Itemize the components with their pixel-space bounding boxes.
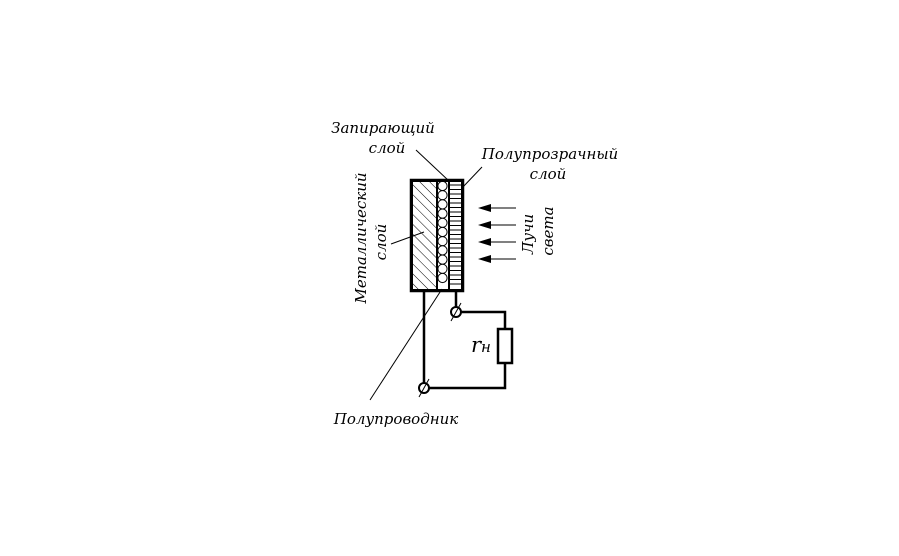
circuit — [422, 290, 507, 390]
light-ray-arrow — [478, 204, 516, 212]
semitransparent-layer — [448, 180, 463, 291]
load-subscript: н — [481, 338, 491, 356]
semiconductor-grain — [437, 254, 448, 265]
label-blocking-layer-2: слой — [369, 139, 406, 157]
semiconductor-grain — [437, 272, 448, 284]
semiconductor-grain — [437, 263, 448, 274]
leader-semitransparent-layer — [461, 166, 483, 189]
terminal-bottom — [418, 378, 430, 398]
load-symbol: r — [471, 333, 483, 357]
leader-metal-layer — [390, 231, 425, 245]
label-metal-2: слой — [372, 224, 390, 261]
load-resistor — [496, 327, 514, 365]
label-semiconductor: Полупроводник — [333, 410, 458, 428]
label-light-1: Лучи — [519, 214, 537, 255]
semiconductor-grain — [437, 217, 448, 228]
label-blocking-layer-1: Запирающий — [331, 119, 435, 137]
label-metal-1: Металлический — [352, 172, 370, 304]
label-semitransparent-1: Полупрозрачный — [481, 145, 618, 163]
leader-blocking-layer — [415, 149, 450, 182]
semiconductor-grain — [437, 190, 448, 201]
semiconductor-grain — [437, 182, 448, 192]
semiconductor-grain — [437, 236, 448, 247]
cell-frame — [409, 178, 465, 293]
leader-semiconductor — [369, 288, 443, 401]
light-rays — [478, 204, 516, 263]
light-ray-arrow — [478, 221, 516, 229]
terminal-top — [450, 302, 462, 322]
light-ray-arrow — [478, 255, 516, 263]
semiconductor-grain — [437, 226, 448, 238]
label-light-2: света — [539, 206, 557, 255]
label-load: rн — [471, 333, 491, 357]
semiconductor-grain — [437, 245, 448, 256]
label-semitransparent-2: слой — [530, 165, 567, 183]
light-ray-arrow — [478, 238, 516, 246]
semiconductor-grain — [437, 199, 448, 210]
semiconductor-layer — [436, 180, 450, 291]
semiconductor-grain — [437, 208, 448, 219]
